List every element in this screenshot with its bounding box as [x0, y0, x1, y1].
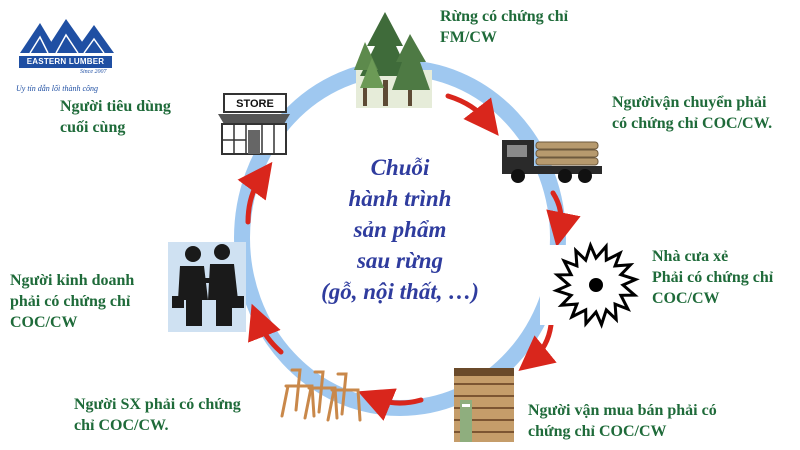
arrow-forest-to-truck [445, 93, 499, 136]
saw-blade-icon [540, 241, 644, 329]
cycle-arrows [237, 93, 581, 421]
center-title-line: sau rừng [356, 248, 443, 273]
center-title-line: hành trình [348, 186, 452, 211]
center-title-line: sản phẩm [353, 217, 447, 242]
center-title-line: (gỗ, nội thất, …) [321, 279, 479, 304]
stage-label-business-trader: Người kinh doanh phải có chứng chỉ COC/C… [10, 272, 135, 331]
stage-label-certified-forest: Rừng có chứng chỉ FM/CW [440, 8, 569, 46]
lumber-stack-icon [454, 368, 514, 442]
eastern-lumber-logo-icon [20, 19, 114, 54]
stage-label-manufacturer: Người SX phải có chứng chỉ COC/CW. [74, 396, 241, 434]
stage-label-lumber-trader: Người vận mua bán phải có chứng chỉ COC/… [528, 402, 717, 440]
stage-label-end-consumer: Người tiêu dùng cuối cùng [60, 98, 171, 136]
store-sign: STORE [236, 98, 274, 110]
logo-name: EASTERN LUMBER [19, 56, 112, 68]
arrow-furniture-to-trader [248, 303, 284, 355]
handshake-icon [168, 242, 246, 332]
arrow-sawmill-to-lumber [518, 322, 557, 372]
center-title-line: Chuỗi [370, 155, 430, 180]
store-icon: STORE [218, 93, 290, 155]
logo-slogan: Uy tín dẫn lối thành công [16, 84, 98, 93]
arrow-lumber-to-furniture [357, 388, 424, 421]
logo-since: Since 2007 [80, 69, 107, 75]
log-truck-icon [502, 140, 602, 183]
center-title: Chuỗi hành trình sản phẩm sau rừng (gỗ, … [290, 152, 510, 307]
stage-label-sawmill: Nhà cưa xẻ Phải có chứng chỉ COC/CW [652, 248, 774, 307]
chairs-icon [280, 368, 362, 422]
stage-label-transporter: Ngườivận chuyển phải có chứng chỉ COC/CW… [612, 94, 773, 132]
arrow-trader-to-consumer [237, 161, 273, 225]
forest-icon [354, 12, 432, 108]
arrow-truck-to-sawmill [546, 190, 581, 248]
